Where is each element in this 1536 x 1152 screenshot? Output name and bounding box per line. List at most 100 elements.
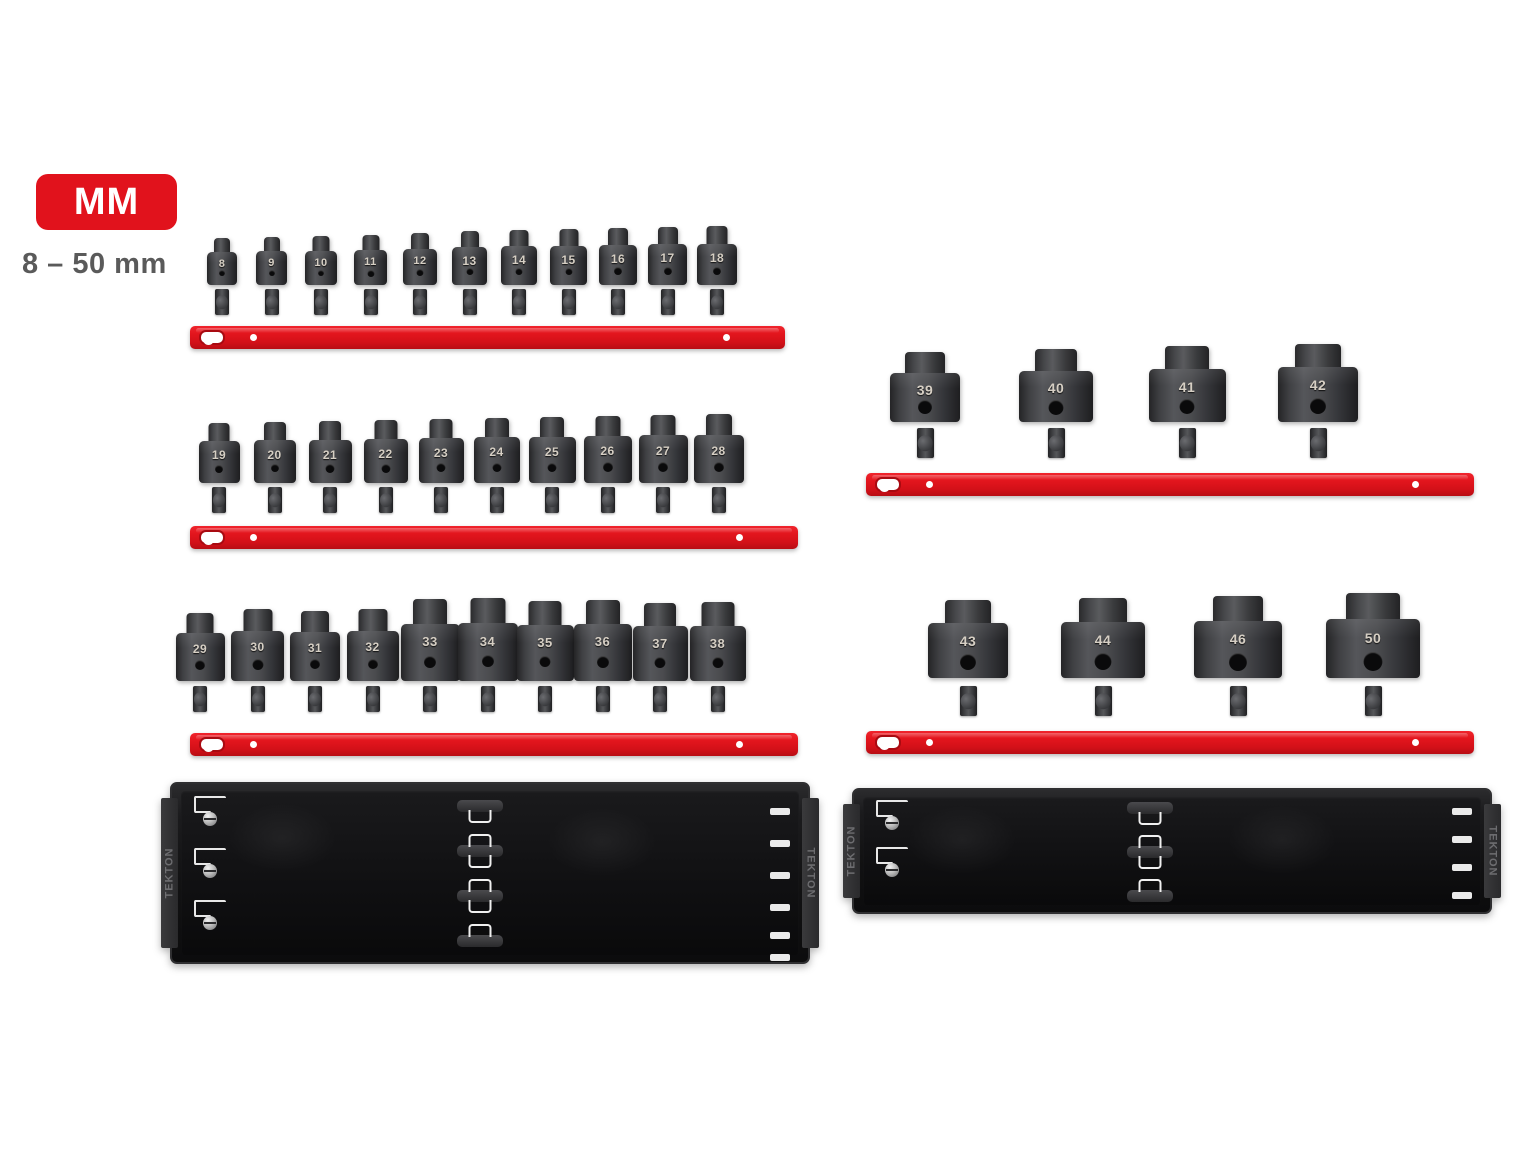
tray-rail-holder[interactable] — [457, 935, 503, 947]
socket-43: 43 — [928, 600, 1008, 678]
socket-size-label: 44 — [1094, 632, 1112, 649]
socket-body — [198, 441, 240, 483]
tray-highlight — [547, 807, 657, 877]
socket-rail-clip — [489, 487, 504, 513]
tray-mount-bracket[interactable] — [876, 800, 910, 830]
socket-retaining-hole — [466, 268, 473, 276]
socket-rail-clip — [215, 289, 229, 315]
socket-24: 24 — [473, 418, 520, 483]
socket-body — [400, 624, 460, 681]
socket-body — [305, 251, 337, 285]
socket-size-label: 41 — [1178, 378, 1196, 395]
rail-mount-hole — [1412, 481, 1419, 488]
socket-retaining-hole — [658, 461, 668, 472]
socket-retaining-hole — [325, 464, 335, 474]
socket-9: 9 — [256, 237, 287, 285]
socket-drive-end — [374, 420, 397, 442]
socket-rail-row-3[interactable] — [190, 733, 798, 756]
tray-slot — [770, 840, 790, 847]
socket-rail-clip — [538, 686, 552, 712]
socket-8: 8 — [207, 238, 237, 285]
socket-body — [207, 252, 237, 285]
socket-size-label: 34 — [479, 633, 496, 649]
socket-drive-end — [214, 238, 230, 255]
tray-brand-label-left: TEKTON — [163, 847, 176, 899]
rail-keyhole-slot — [199, 330, 225, 345]
socket-size-label: 46 — [1229, 631, 1247, 648]
tray-mount-bracket[interactable] — [194, 848, 228, 878]
socket-drive-end — [312, 236, 330, 254]
socket-body — [308, 440, 352, 483]
socket-size-label: 13 — [462, 253, 477, 268]
socket-retaining-hole — [215, 464, 223, 473]
mount-screw-icon — [203, 864, 217, 878]
tray-brand-label-right: TEKTON — [1486, 825, 1499, 877]
socket-25: 25 — [528, 417, 576, 483]
socket-rail-clip — [378, 487, 393, 513]
size-range-label: 8 – 50 mm — [22, 248, 167, 280]
socket-body — [632, 626, 688, 681]
socket-rail-clip — [434, 487, 448, 513]
socket-rail-clip — [595, 686, 610, 712]
rail-mount-hole — [926, 481, 933, 488]
socket-drive-end — [528, 601, 562, 628]
socket-size-label: 28 — [711, 443, 726, 458]
socket-body — [256, 251, 287, 285]
socket-size-label: 11 — [364, 256, 377, 268]
socket-size-label: 23 — [433, 446, 449, 460]
socket-39: 39 — [890, 352, 960, 422]
rail-mount-hole — [250, 534, 257, 541]
socket-rail-row-1[interactable] — [190, 326, 785, 349]
socket-retaining-hole — [663, 266, 672, 275]
socket-drive-end — [585, 600, 620, 627]
socket-size-label: 38 — [709, 636, 726, 651]
socket-body — [573, 624, 632, 681]
socket-rail-clip — [959, 686, 977, 716]
socket-37: 37 — [632, 603, 688, 681]
socket-drive-end — [701, 602, 734, 629]
socket-size-label: 10 — [314, 256, 328, 269]
socket-rail-clip — [561, 289, 576, 315]
tray-rail-holder[interactable] — [457, 845, 503, 857]
tray-rail-holder[interactable] — [1127, 890, 1173, 902]
tray-mount-bracket[interactable] — [194, 900, 228, 930]
mount-screw-icon — [885, 863, 899, 877]
socket-body — [1148, 369, 1226, 422]
socket-rail-clip — [1309, 428, 1327, 458]
socket-rail-clip — [710, 289, 724, 315]
socket-rail-clip — [1094, 686, 1112, 716]
socket-retaining-hole — [712, 656, 723, 668]
socket-16: 16 — [599, 228, 637, 285]
socket-retaining-hole — [367, 269, 374, 277]
tray-rail-holder[interactable] — [457, 890, 503, 902]
tray-rail-holder[interactable] — [457, 800, 503, 812]
socket-retaining-hole — [713, 461, 724, 472]
rail-mount-hole — [723, 334, 730, 341]
socket-retaining-hole — [614, 267, 622, 276]
tray-rail-holder[interactable] — [1127, 802, 1173, 814]
socket-rail-clip — [656, 487, 670, 513]
socket-retaining-hole — [1179, 398, 1195, 414]
tray-rail-holder[interactable] — [1127, 846, 1173, 858]
socket-body — [648, 244, 687, 285]
socket-rail-row-5[interactable] — [866, 731, 1474, 754]
socket-rail-row-4[interactable] — [866, 473, 1474, 496]
mount-bracket-icon — [194, 900, 226, 917]
socket-body — [638, 435, 688, 483]
socket-36: 36 — [573, 600, 632, 681]
tray-mount-bracket[interactable] — [194, 796, 228, 826]
socket-drive-end — [644, 603, 676, 629]
socket-retaining-hole — [960, 653, 976, 670]
socket-rail-clip — [462, 289, 477, 315]
socket-rail-row-2[interactable] — [190, 526, 798, 549]
tray-slot — [770, 932, 790, 939]
socket-size-label: 18 — [709, 251, 725, 266]
socket-drive-end — [186, 613, 214, 636]
socket-21: 21 — [308, 421, 352, 483]
socket-rail-clip — [308, 686, 322, 712]
socket-15: 15 — [550, 229, 587, 285]
socket-size-label: 30 — [250, 640, 265, 654]
tray-mount-bracket[interactable] — [876, 847, 910, 877]
